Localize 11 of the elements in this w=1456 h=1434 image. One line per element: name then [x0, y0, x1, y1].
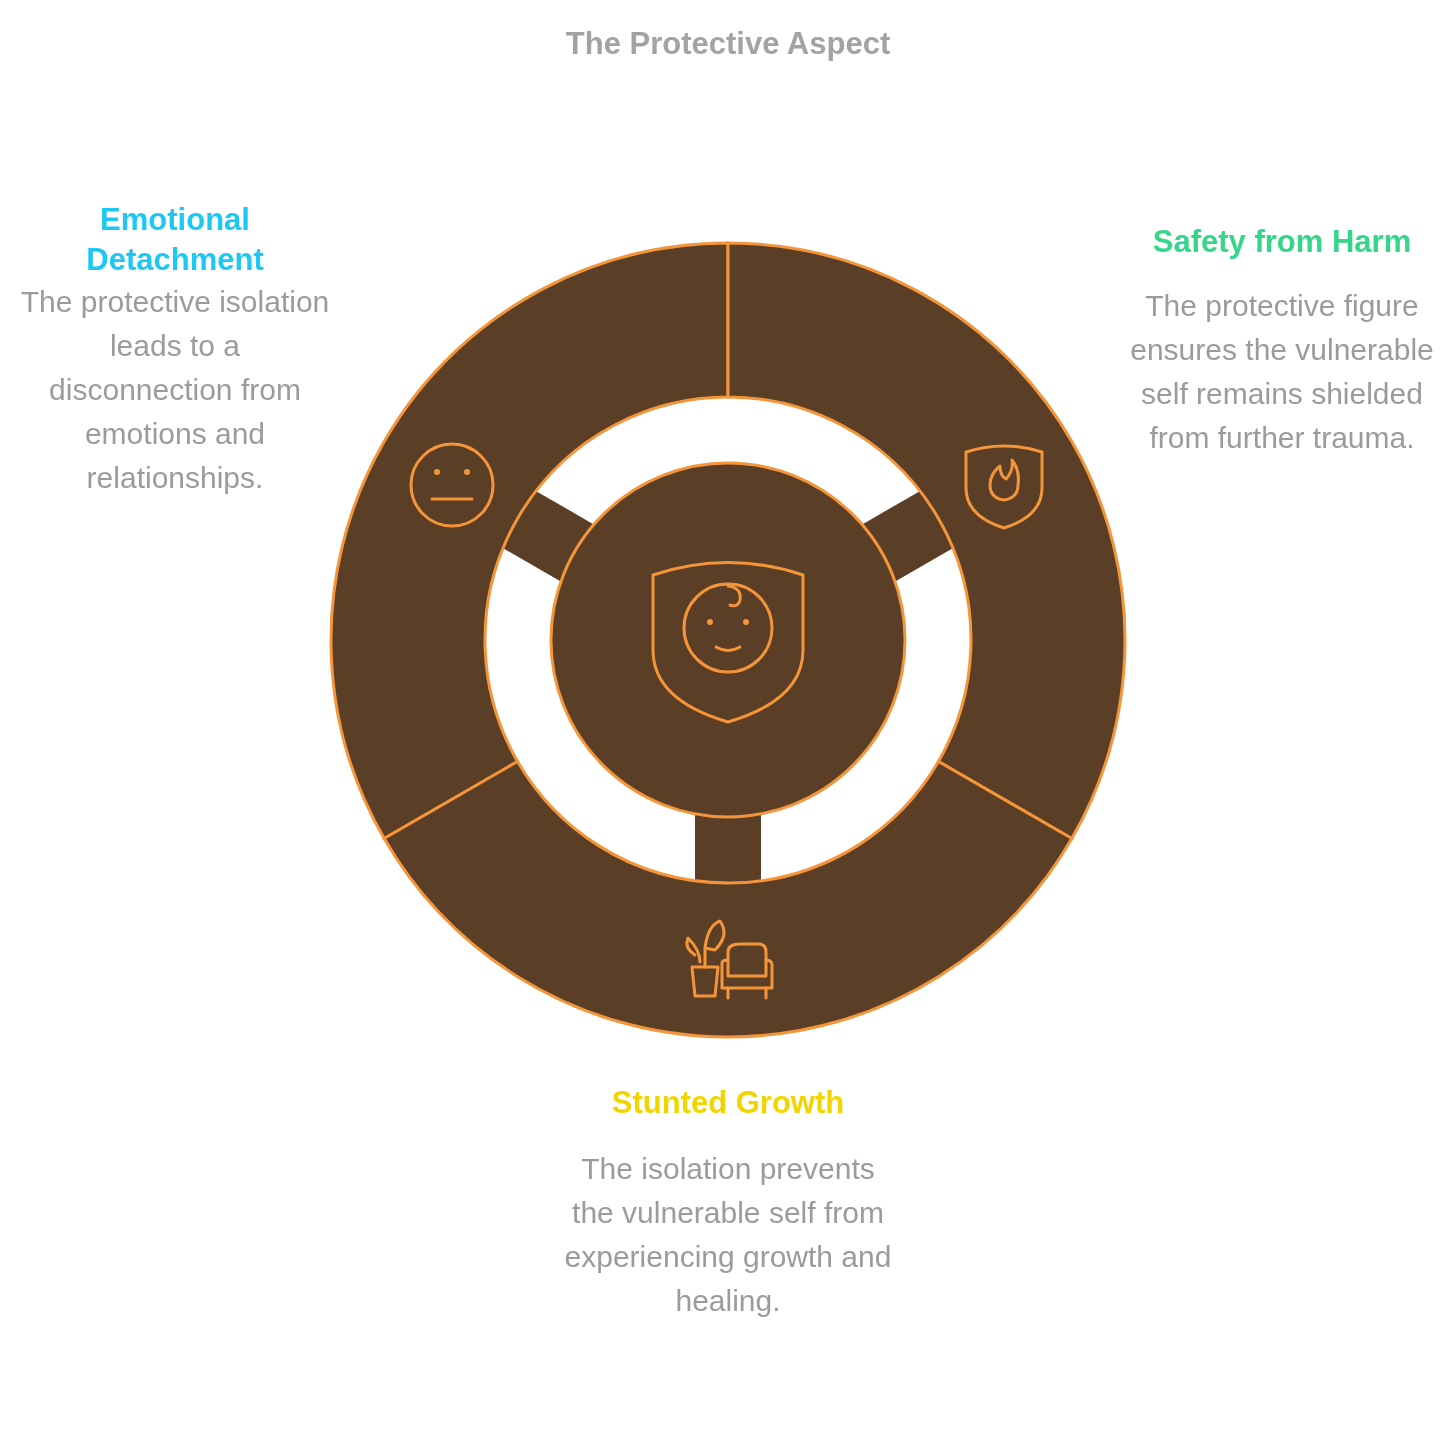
- description: The protective figure ensures the vulnerable self remains shielded from further trauma.: [1129, 288, 1435, 456]
- heading: Stunted Growth: [611, 1084, 845, 1122]
- heading: Emotional Detachment: [85, 201, 265, 279]
- ring-segment: [329, 241, 730, 840]
- heading: Safety from Harm: [1152, 223, 1412, 261]
- ring-segment: [726, 241, 1127, 840]
- title: The Protective Aspect: [565, 26, 891, 62]
- description: The protective isolation leads to a disconnection from emotions and relationships.: [20, 284, 330, 496]
- center-circle: [549, 461, 907, 819]
- description: The isolation prevents the vulnerable self from experiencing growth and healing.: [563, 1151, 893, 1319]
- ring-segment: [382, 760, 1074, 1038]
